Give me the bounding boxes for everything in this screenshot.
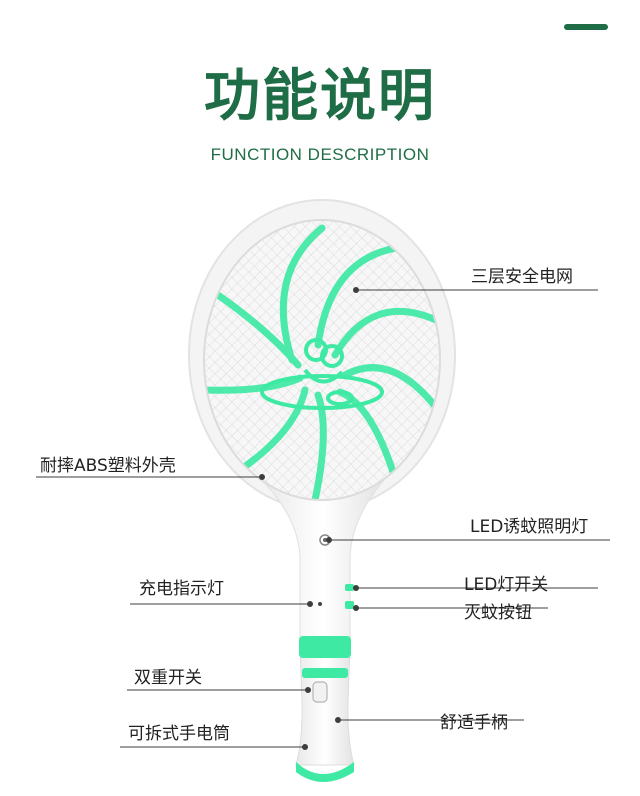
page-subtitle: FUNCTION DESCRIPTION — [210, 145, 430, 164]
lamp-module — [260, 338, 384, 410]
label-dual-switch: 双重开关 — [134, 668, 202, 688]
label-flashlight: 可拆式手电筒 — [128, 724, 230, 744]
label-three-layer-net: 三层安全电网 — [471, 267, 573, 287]
racket-handle — [295, 636, 355, 782]
label-comfortable-handle: 舒适手柄 — [440, 713, 508, 733]
label-abs-shell: 耐摔ABS塑料外壳 — [40, 456, 176, 476]
callout-lines — [36, 287, 610, 750]
net-mesh — [204, 220, 440, 500]
zap-button-nub[interactable] — [345, 601, 354, 609]
top-accent-bar — [564, 24, 608, 30]
led-switch-nub[interactable] — [345, 584, 354, 591]
dual-switch-slider[interactable] — [312, 681, 328, 703]
label-led-light: LED诱蚊照明灯 — [470, 517, 589, 537]
label-zap-button: 灭蚊按钮 — [464, 603, 532, 623]
label-charge-indicator: 充电指示灯 — [139, 579, 224, 599]
charge-indicator-dot — [318, 602, 322, 606]
label-led-switch: LED灯开关 — [464, 575, 549, 595]
page-title: 功能说明 — [204, 64, 436, 129]
